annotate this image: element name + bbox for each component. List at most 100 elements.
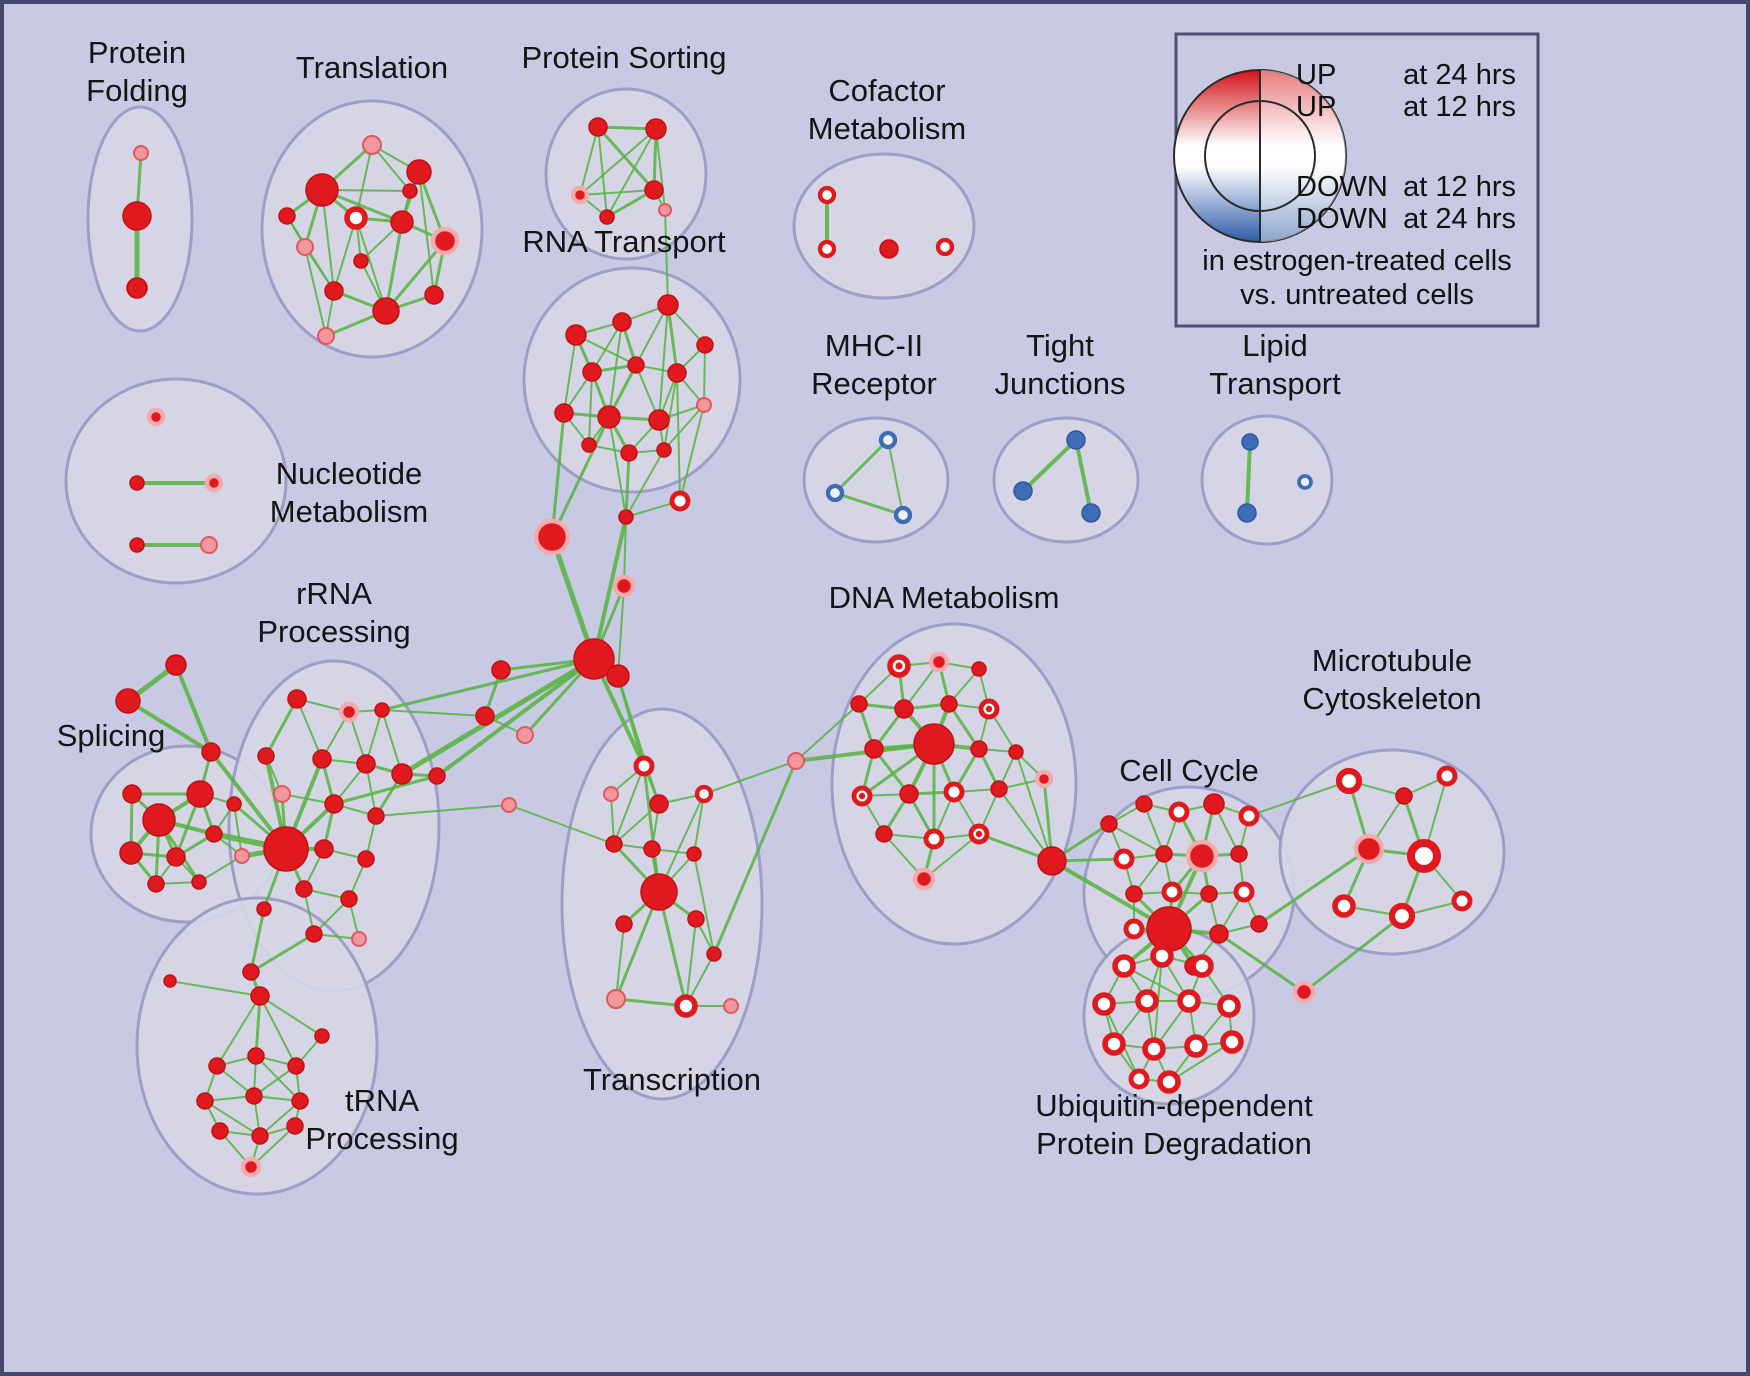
gene-node-ring-red <box>1135 989 1159 1013</box>
gene-node-red <box>597 405 621 429</box>
gene-node-red <box>126 277 148 299</box>
gene-edge <box>1257 847 1371 926</box>
gene-node-red <box>1203 793 1225 815</box>
gene-node-red <box>971 661 987 677</box>
gene-node-red <box>850 695 868 713</box>
gene-node-ring-red <box>633 755 655 777</box>
gene-edge <box>321 189 335 292</box>
gene-node-red <box>374 702 390 718</box>
gene-node-red-halo <box>146 407 166 427</box>
gene-node-red-halo <box>1185 839 1219 873</box>
gene-edge <box>126 699 213 754</box>
gene-node-red <box>990 780 1008 798</box>
cluster-bubble-tight-junctions <box>992 416 1140 544</box>
gene-node-ring-red <box>1436 765 1458 787</box>
gene-edge <box>608 416 627 518</box>
gene-node-ring-red <box>1238 805 1260 827</box>
gene-node-ring-red <box>1332 894 1356 918</box>
gene-node-red <box>242 963 260 981</box>
gene-node-pink <box>273 785 291 803</box>
gene-node-pink <box>696 397 712 413</box>
legend-down-12-time: at 12 hrs <box>1403 171 1516 203</box>
gene-node-pink <box>133 145 149 161</box>
cluster-label-protein-sorting: Protein Sorting <box>521 40 726 75</box>
cluster-bubble-cofactor-metabolism <box>792 152 976 300</box>
gene-edge <box>381 709 486 717</box>
gene-node-red <box>305 173 339 207</box>
gene-node-core <box>975 830 983 838</box>
gene-node-red <box>657 294 679 316</box>
legend-footnote-line2: vs. untreated cells <box>1240 279 1474 311</box>
gene-node-red <box>970 740 988 758</box>
cluster-bubble-lipid-transport <box>1200 414 1334 546</box>
cluster-label-lipid-transport: Lipid <box>1242 328 1308 363</box>
gene-node-red <box>686 846 702 862</box>
gene-node-red <box>314 1028 330 1044</box>
gene-node-red <box>312 749 332 769</box>
gene-node-red <box>424 285 444 305</box>
cluster-label-dna-metabolism: DNA Metabolism <box>829 580 1060 615</box>
gene-node-red <box>875 825 893 843</box>
gene-node-red-halo <box>912 867 936 891</box>
legend-down-24-label: DOWN <box>1296 203 1388 235</box>
gene-node-red-halo <box>240 1156 262 1178</box>
gene-node-ring-red <box>1451 890 1473 912</box>
gene-node-ring-red <box>1220 1030 1244 1054</box>
cluster-label-tight-junctions: Tight <box>1026 328 1094 363</box>
gene-node-red <box>605 835 623 853</box>
gene-node-red <box>687 910 705 928</box>
cluster-label-cell-cycle: Cell Cycle <box>1119 753 1259 788</box>
gene-node-ring-red <box>1190 954 1214 978</box>
gene-node-ring-red <box>1184 1034 1208 1058</box>
gene-node-red-halo <box>533 518 571 556</box>
gene-edge <box>712 759 798 956</box>
gene-node-red <box>644 180 664 200</box>
gene-node-red <box>640 873 678 911</box>
gene-edge <box>563 334 577 414</box>
cluster-label-protein-folding: Folding <box>86 73 188 108</box>
cluster-label-ubiquitin-degradation: Protein Degradation <box>1036 1126 1312 1161</box>
gene-edge <box>624 451 631 519</box>
gene-node-ring-red <box>1161 881 1183 903</box>
legend-down-12-label: DOWN <box>1296 171 1388 203</box>
gene-edge <box>887 439 904 516</box>
legend-down-24-time: at 24 hrs <box>1403 203 1516 235</box>
gene-node-ring-red <box>694 784 714 804</box>
gene-edge <box>259 995 323 1037</box>
gene-node-red <box>554 403 574 423</box>
gene-edge <box>613 765 645 845</box>
gene-edge <box>676 372 681 502</box>
gene-edge <box>596 125 656 192</box>
gene-edge <box>592 515 628 661</box>
gene-node-ring-red <box>674 994 698 1018</box>
gene-node-ring-red <box>1406 838 1442 874</box>
gene-node-red <box>186 780 214 808</box>
gene-node-blue <box>1237 503 1257 523</box>
gene-node-red <box>620 444 638 462</box>
gene-node-red <box>250 986 270 1006</box>
gene-node-red <box>627 356 645 374</box>
gene-node-red <box>581 437 597 453</box>
gene-node-red <box>357 850 375 868</box>
gene-edge <box>169 980 261 997</box>
cluster-label-microtubule-cytoskeleton: Cytoskeleton <box>1302 681 1481 716</box>
cluster-label-translation: Translation <box>296 50 448 85</box>
gene-node-red <box>648 409 670 431</box>
gene-node-red <box>287 689 307 709</box>
gene-node-red <box>864 739 884 759</box>
gene-node-ring-blue <box>825 483 845 503</box>
gene-edge <box>833 491 905 517</box>
legend-up-24-label: UP <box>1296 59 1336 91</box>
gene-edge <box>1168 1041 1233 1083</box>
gene-edge <box>1302 914 1404 994</box>
gene-edge <box>1217 932 1306 994</box>
legend-footnote-line1: in estrogen-treated cells <box>1202 245 1512 277</box>
gene-node-pink <box>362 135 382 155</box>
gene-node-red <box>115 688 141 714</box>
gene-node-red <box>428 767 446 785</box>
cluster-label-trna-processing: tRNA <box>345 1083 419 1118</box>
gene-edge <box>1015 751 1053 862</box>
